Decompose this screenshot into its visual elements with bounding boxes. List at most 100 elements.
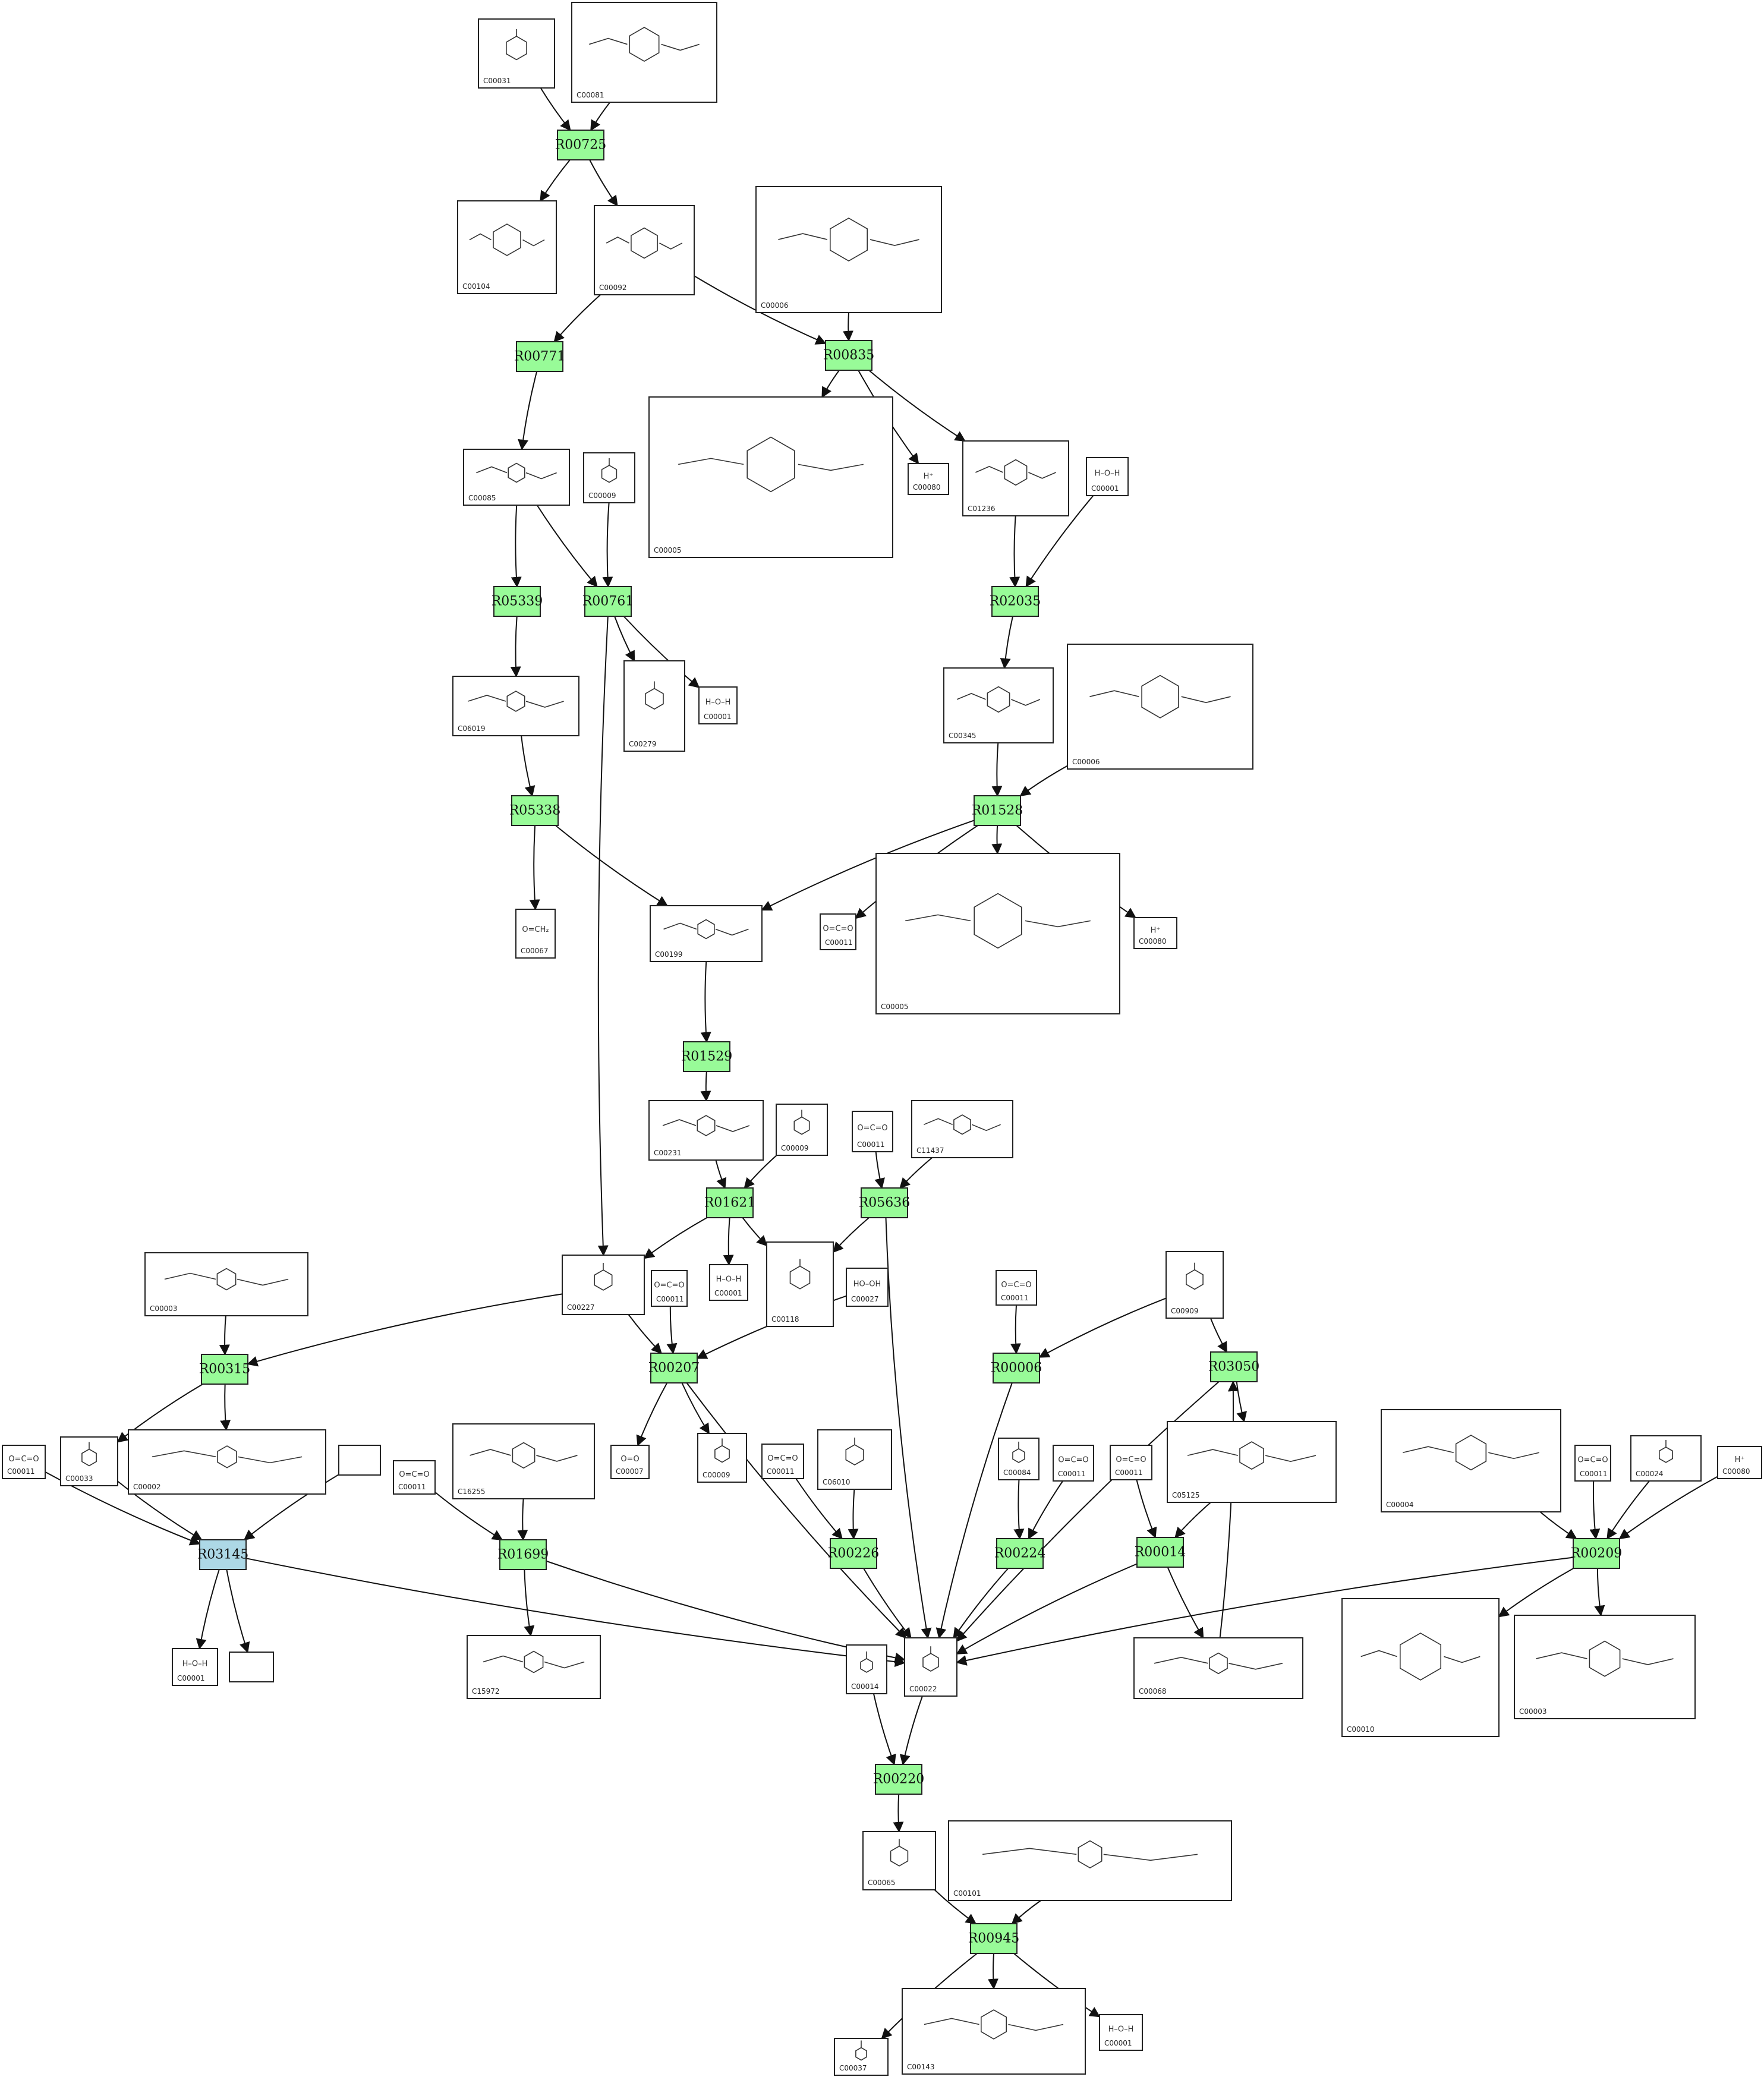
compound-box[interactable]	[648, 396, 893, 558]
compound-C00002-node[interactable]: C00002	[128, 1429, 326, 1495]
reaction-box[interactable]	[1573, 1538, 1620, 1569]
compound-box[interactable]	[2, 1445, 46, 1479]
reaction-R00315-node[interactable]: R00315	[199, 1354, 251, 1385]
compound-box[interactable]	[594, 205, 695, 295]
reaction-box[interactable]	[584, 586, 632, 617]
compound-C06019-node[interactable]: C06019	[452, 676, 579, 736]
compound-C11437-node[interactable]: C11437	[911, 1100, 1013, 1158]
compound-box[interactable]	[651, 1270, 688, 1307]
reaction-R00226-node[interactable]: R00226	[828, 1538, 880, 1569]
compound-C00068-node[interactable]: C00068	[1133, 1637, 1303, 1699]
reaction-box[interactable]	[974, 795, 1021, 826]
compound-box[interactable]	[393, 1460, 436, 1495]
compound-box[interactable]	[571, 2, 717, 103]
reaction-box[interactable]	[825, 340, 872, 371]
compound-box[interactable]	[1086, 457, 1129, 496]
reaction-box[interactable]	[993, 1353, 1040, 1383]
compound-box[interactable]	[1067, 644, 1253, 770]
reaction-R03145-node[interactable]: R03145	[197, 1539, 249, 1570]
compound-box[interactable]	[338, 1445, 381, 1476]
compound-box[interactable]	[697, 1433, 747, 1483]
compound-box[interactable]	[908, 463, 949, 495]
compound-box[interactable]	[852, 1111, 893, 1152]
compound-C00084-node[interactable]: C00084	[998, 1438, 1040, 1480]
compound-C00006-node[interactable]: C00006	[755, 186, 942, 313]
reaction-R00945-node[interactable]: R00945	[968, 1923, 1020, 1954]
compound-box[interactable]	[463, 449, 570, 506]
compound-box[interactable]	[1381, 1409, 1561, 1512]
compound-box[interactable]	[1110, 1445, 1152, 1480]
compound-box[interactable]	[902, 1988, 1086, 2075]
compound-box[interactable]	[698, 686, 738, 724]
reaction-R05339-node[interactable]: R05339	[492, 586, 543, 617]
reaction-box[interactable]	[706, 1187, 754, 1218]
compound-box[interactable]	[1717, 1446, 1762, 1479]
compound-box[interactable]	[623, 660, 685, 752]
compound-box[interactable]	[172, 1648, 218, 1686]
compound-C00081-node[interactable]: C00081	[571, 2, 717, 103]
reaction-box[interactable]	[511, 795, 559, 826]
compound-C00031-node[interactable]: C00031	[478, 18, 555, 89]
compound-C00279-node[interactable]: C00279	[623, 660, 685, 752]
compound-box[interactable]	[229, 1652, 274, 1682]
reaction-R00014-node[interactable]: R00014	[1135, 1537, 1186, 1568]
reaction-box[interactable]	[557, 130, 604, 160]
compound-C01236-node[interactable]: C01236	[962, 440, 1069, 516]
compound-box[interactable]	[948, 1820, 1232, 1901]
compound-C00118-node[interactable]: C00118	[766, 1241, 834, 1327]
reaction-R01621-node[interactable]: R01621	[704, 1187, 756, 1218]
reaction-R00224-node[interactable]: R00224	[994, 1538, 1046, 1569]
compound-C00005-node[interactable]: C00005	[648, 396, 893, 558]
compound-box[interactable]	[761, 1444, 804, 1479]
compound-C00022-node[interactable]: C00022	[904, 1637, 957, 1697]
compound-box[interactable]	[846, 1268, 889, 1307]
reaction-R00771-node[interactable]: R00771	[514, 341, 566, 372]
compound-C00143-node[interactable]: C00143	[902, 1988, 1086, 2075]
compound-box[interactable]	[1167, 1421, 1337, 1503]
compound-C00345-node[interactable]: C00345	[943, 667, 1054, 743]
compound-box[interactable]	[457, 200, 557, 294]
reaction-box[interactable]	[199, 1539, 247, 1570]
compound-box[interactable]	[128, 1429, 326, 1495]
compound-box[interactable]	[1166, 1251, 1224, 1319]
compound-box[interactable]	[846, 1644, 887, 1694]
compound-box[interactable]	[709, 1264, 748, 1301]
compound-C00909-node[interactable]: C00909	[1166, 1251, 1224, 1319]
reaction-box[interactable]	[683, 1041, 730, 1072]
compound-C00199-node[interactable]: C00199	[650, 905, 763, 962]
compound-C00092-node[interactable]: C00092	[594, 205, 695, 295]
compound-C00003-node[interactable]: C00003	[144, 1252, 308, 1316]
compound-empty-node[interactable]	[229, 1652, 274, 1682]
reaction-box[interactable]	[516, 341, 563, 372]
compound-box[interactable]	[834, 2038, 889, 2076]
reaction-box[interactable]	[650, 1353, 698, 1383]
compound-box[interactable]	[820, 913, 856, 950]
reaction-R03050-node[interactable]: R03050	[1208, 1351, 1260, 1382]
reaction-R02035-node[interactable]: R02035	[990, 586, 1041, 617]
reaction-R05338-node[interactable]: R05338	[509, 795, 561, 826]
compound-box[interactable]	[144, 1252, 308, 1316]
compound-box[interactable]	[911, 1100, 1013, 1158]
reaction-R00207-node[interactable]: R00207	[648, 1353, 700, 1383]
reaction-box[interactable]	[875, 1764, 922, 1795]
compound-box[interactable]	[515, 909, 556, 959]
compound-empty-node[interactable]	[338, 1445, 381, 1476]
reaction-box[interactable]	[991, 586, 1039, 617]
reaction-R00209-node[interactable]: R00209	[1571, 1538, 1623, 1569]
reaction-box[interactable]	[861, 1187, 908, 1218]
compound-box[interactable]	[452, 1423, 595, 1499]
compound-C06010-node[interactable]: C06010	[817, 1429, 892, 1490]
compound-C00003-node[interactable]: C00003	[1514, 1615, 1696, 1719]
reaction-box[interactable]	[493, 586, 541, 617]
compound-box[interactable]	[650, 905, 763, 962]
compound-box[interactable]	[875, 853, 1120, 1014]
